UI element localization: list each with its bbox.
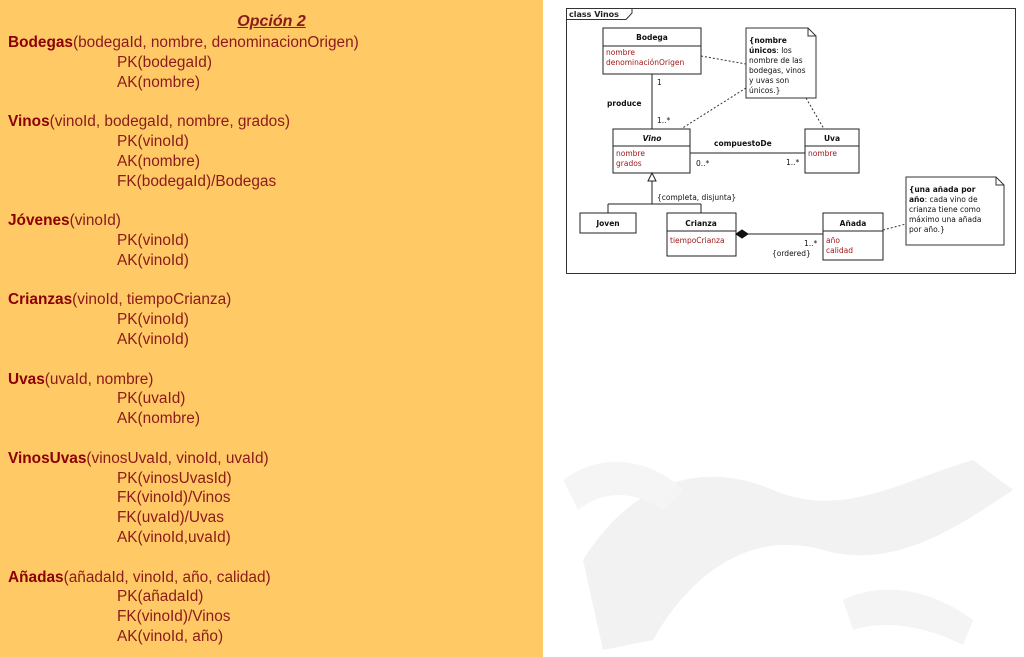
key-constraint: FK(vinoId)/Vinos [117, 608, 231, 626]
relation-name: Vinos [8, 113, 50, 131]
relation-1: Vinos(vinoId, bodegaId, nombre, grados)P… [8, 112, 538, 191]
class-attr: calidad [826, 246, 853, 255]
class-name: Bodega [636, 33, 668, 42]
note-text: {nombre únicos: los nombre de las bodega… [749, 36, 808, 95]
relation-2: Jóvenes(vinoId)PK(vinoId) AK(vinoId) [8, 211, 538, 270]
relation-signature: Crianzas(vinoId, tiempoCrianza) [8, 290, 538, 310]
class-name: Añada [840, 219, 867, 228]
relation-name: Jóvenes [8, 212, 70, 230]
relation-3: Crianzas(vinoId, tiempoCrianza)PK(vinoId… [8, 290, 538, 349]
key-constraint: FK(uvaId)/Uvas [117, 509, 224, 527]
key-constraint: AK(vinoId) [117, 330, 189, 348]
key-constraint: PK(uvaId) [117, 390, 186, 408]
class-anada: Añada año calidad [822, 212, 884, 261]
class-name: Joven [595, 219, 619, 228]
relation-name: VinosUvas [8, 449, 87, 467]
class-attr: año [826, 236, 840, 245]
watermark-logo [563, 460, 1013, 650]
class-bodega: Bodega nombre denominaciónOrigen [602, 27, 702, 75]
note-one-anada-per-year: {una añada por año: cada vino de crianza… [905, 176, 1005, 246]
relation-signature: Añadas(añadaId, vinoId, año, calidad) [8, 568, 538, 588]
relation-signature: Bodegas(bodegaId, nombre, denominacionOr… [8, 33, 538, 53]
class-attr: denominaciónOrigen [606, 58, 684, 67]
relation-name: Bodegas [8, 34, 73, 51]
relation-attributes: (vinoId) [69, 212, 121, 230]
class-attr: nombre [808, 149, 837, 158]
class-name: Crianza [685, 219, 717, 228]
relation-4: Uvas(uvaId, nombre)PK(uvaId)AK(nombre) [8, 370, 538, 429]
key-constraint: PK(vinosUvasId) [117, 469, 232, 487]
class-attr: tiempoCrianza [670, 236, 725, 245]
relation-signature: Jóvenes(vinoId) [8, 211, 538, 231]
relation-signature: Uvas(uvaId, nombre) [8, 370, 538, 390]
relation-attributes: (vinoId, tiempoCrianza) [72, 291, 232, 309]
class-joven: Joven [579, 212, 637, 234]
mult-vino: 1..* [657, 116, 671, 125]
class-crianza: Crianza tiempoCrianza [666, 212, 737, 257]
relation-name: Uvas [8, 370, 45, 388]
assoc-produce: 1 produce 1..* [607, 74, 671, 129]
key-constraint: PK(vinoId) [117, 231, 189, 249]
key-constraint: AK(nombre) [117, 152, 200, 170]
frame-tab [566, 8, 633, 20]
relation-signature: Vinos(vinoId, bodegaId, nombre, grados) [8, 112, 538, 132]
key-constraint: AK(nombre) [117, 410, 200, 428]
note-text: {una añada por año: cada vino de crianza… [909, 185, 984, 234]
class-name: Uva [824, 134, 840, 143]
key-constraint: AK(nombre) [117, 73, 200, 91]
assoc-label: compuestoDe [714, 139, 772, 148]
key-constraint: PK(vinoId) [117, 132, 189, 150]
key-constraint: FK(vinoId)/Vinos [117, 489, 231, 507]
schema-panel: Opción 2 Bodegas(bodegaId, nombre, denom… [0, 0, 543, 657]
key-constraint: PK(bodegaId) [117, 53, 212, 71]
key-constraint: PK(vinoId) [117, 311, 189, 329]
uml-class-diagram: class Vinos Bodega nombre denominaciónOr… [566, 8, 1016, 274]
class-uva: Uva nombre [804, 128, 860, 174]
class-attr: grados [616, 159, 642, 168]
relation-attributes: (uvaId, nombre) [44, 370, 154, 388]
slide-title: Opción 2 [237, 13, 306, 30]
relation-attributes: (bodegaId, nombre, denominacionOrigen) [73, 34, 359, 51]
mult-vino: 0..* [696, 159, 710, 168]
relation-5: VinosUvas(vinosUvaId, vinoId, uvaId)PK(v… [8, 449, 538, 548]
relation-name: Crianzas [8, 291, 73, 309]
frame-title: class Vinos [569, 10, 619, 19]
relation-name: Añadas [8, 568, 64, 586]
mult-bodega: 1 [657, 78, 662, 87]
relation-attributes: (añadaId, vinoId, año, calidad) [63, 568, 271, 586]
relation-attributes: (vinoId, bodegaId, nombre, grados) [49, 113, 291, 131]
mult-uva: 1..* [786, 158, 800, 167]
key-constraint: AK(vinoId, año) [117, 627, 224, 645]
mult-anada: 1..* [804, 239, 818, 248]
class-vino: Vino nombre grados [612, 128, 691, 174]
relation-list: Bodegas(bodegaId, nombre, denominacionOr… [8, 33, 538, 647]
gen-constraint: {completa, disjunta} [657, 193, 736, 202]
class-name: Vino [643, 134, 662, 143]
relation-signature: VinosUvas(vinosUvaId, vinoId, uvaId) [8, 449, 538, 469]
class-attr: nombre [616, 149, 645, 158]
key-constraint: PK(añadaId) [117, 588, 204, 606]
class-attr: nombre [606, 48, 635, 57]
composition-anadas: 1..* {ordered} [735, 229, 823, 258]
ordered-constraint: {ordered} [772, 249, 811, 258]
assoc-label: produce [607, 99, 641, 108]
generalization: {completa, disjunta} [607, 171, 736, 213]
key-constraint: FK(bodegaId)/Bodegas [117, 172, 277, 190]
relation-6: Añadas(añadaId, vinoId, año, calidad)PK(… [8, 568, 538, 647]
note-unique-names: {nombre únicos: los nombre de las bodega… [745, 27, 817, 99]
key-constraint: AK(vinoId) [117, 251, 189, 269]
relation-attributes: (vinosUvaId, vinoId, uvaId) [86, 449, 269, 467]
relation-0: Bodegas(bodegaId, nombre, denominacionOr… [8, 33, 538, 92]
key-constraint: AK(vinoId,uvaId) [117, 528, 231, 546]
assoc-compuesto-de: compuestoDe 0..* 1..* [690, 139, 805, 168]
